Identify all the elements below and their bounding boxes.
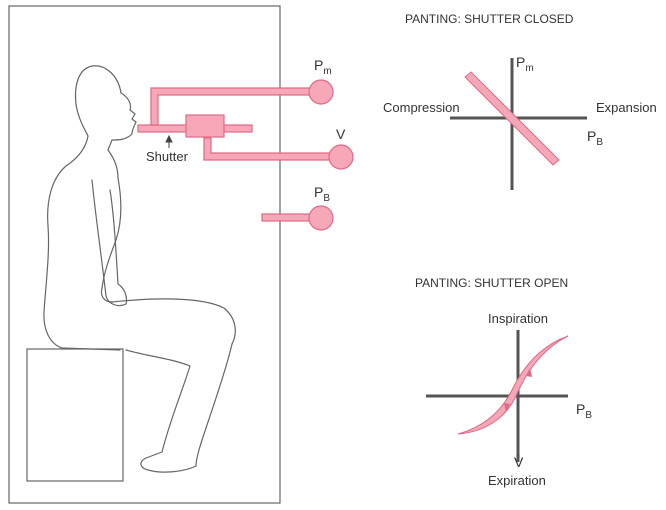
closed-plot-title: PANTING: SHUTTER CLOSED	[405, 12, 574, 26]
shutter-open-plot: PANTING: SHUTTER OPEN Inspiration PB V̇ …	[415, 276, 592, 488]
closed-compression-label: Compression	[383, 100, 460, 115]
stool	[26, 348, 124, 482]
shutter-arrow	[165, 134, 173, 148]
pm-label: Pm	[314, 57, 332, 77]
open-plot-title: PANTING: SHUTTER OPEN	[415, 276, 568, 290]
pb-gauge	[308, 205, 334, 231]
v-label: V	[336, 126, 346, 142]
plethysmograph-box	[8, 5, 281, 504]
open-inspiration-label: Inspiration	[488, 311, 548, 326]
closed-y-label: Pm	[516, 54, 534, 74]
closed-expansion-label: Expansion	[596, 100, 657, 115]
flow-tube	[203, 137, 331, 161]
pm-tube	[150, 87, 311, 126]
seated-person	[43, 65, 236, 473]
open-y-label: V̇	[514, 454, 524, 470]
closed-pressure-line	[464, 71, 560, 166]
loop-arrow-up	[526, 368, 532, 377]
pm-gauge	[308, 79, 334, 105]
flow-gauge	[328, 144, 354, 170]
pb-label: PB	[314, 184, 330, 204]
shutter-closed-plot: PANTING: SHUTTER CLOSED Pm Compression E…	[383, 12, 657, 190]
apparatus-tubing	[137, 79, 354, 231]
shutter-housing	[185, 114, 225, 138]
pb-tube	[261, 213, 313, 222]
open-expiration-label: Expiration	[488, 473, 546, 488]
closed-x-label: PB	[587, 128, 603, 148]
loop-arrow-down	[504, 403, 510, 412]
open-x-label: PB	[576, 401, 592, 421]
open-flow-loop	[457, 335, 569, 435]
shutter-label: Shutter	[146, 149, 189, 164]
